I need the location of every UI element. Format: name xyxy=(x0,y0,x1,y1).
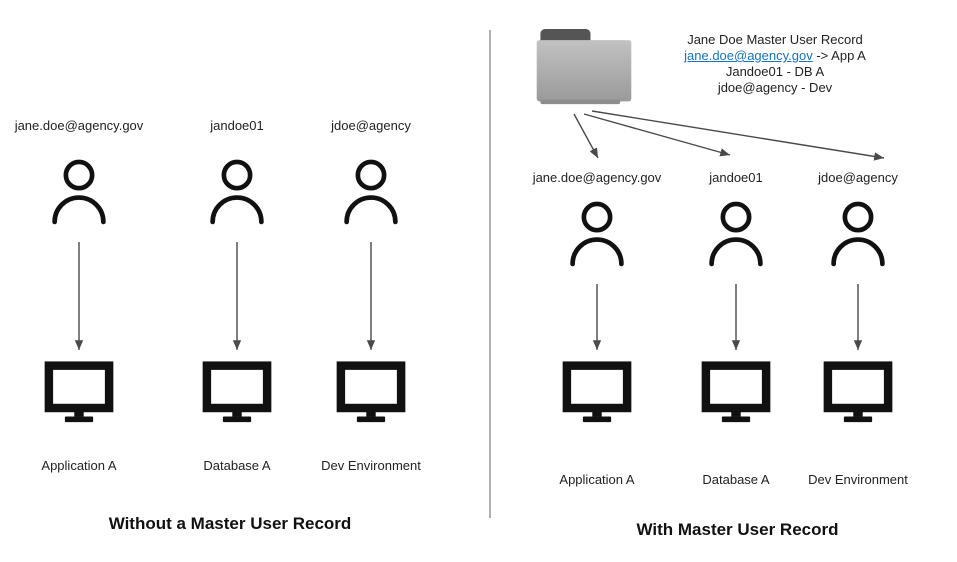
person-icon xyxy=(341,156,401,226)
system-label: Application A xyxy=(559,472,635,487)
monitor-icon xyxy=(700,360,772,424)
master-record-note: Jane Doe Master User Record jane.doe@age… xyxy=(640,32,910,96)
person-icon xyxy=(567,198,627,268)
monitor-icon xyxy=(561,360,633,424)
monitor-icon xyxy=(822,360,894,424)
arrow-folder-to-user2 xyxy=(583,113,731,157)
note-mapping-dev: jdoe@agency - Dev xyxy=(717,80,833,95)
note-title: Jane Doe Master User Record xyxy=(687,32,863,47)
monitor-icon xyxy=(335,360,407,424)
left-caption: Without a Master User Record xyxy=(108,514,352,533)
person-icon xyxy=(828,198,888,268)
user-label: jane.doe@agency.gov xyxy=(14,118,144,133)
person-icon xyxy=(207,156,267,226)
note-mapping-db: Jandoe01 - DB A xyxy=(725,64,825,79)
user-label: jandoe01 xyxy=(210,118,264,133)
note-mapping-app-rest: -> App A xyxy=(812,48,866,63)
user-label: jdoe@agency xyxy=(331,118,411,133)
monitor-icon xyxy=(201,360,273,424)
email-link[interactable]: jane.doe@agency.gov xyxy=(684,48,813,63)
user-label: jandoe01 xyxy=(709,170,763,185)
right-caption: With Master User Record xyxy=(636,520,839,539)
divider-line xyxy=(489,30,491,518)
user-label: jdoe@agency xyxy=(818,170,898,185)
system-label: Database A xyxy=(203,458,271,473)
arrow-folder-to-user1 xyxy=(573,113,599,159)
arrow-folder-to-user3 xyxy=(591,110,885,161)
folder-icon xyxy=(533,26,635,110)
system-label: Dev Environment xyxy=(808,472,908,487)
monitor-icon xyxy=(43,360,115,424)
system-label: Application A xyxy=(41,458,117,473)
user-label: jane.doe@agency.gov xyxy=(532,170,662,185)
person-icon xyxy=(706,198,766,268)
person-icon xyxy=(49,156,109,226)
note-mapping-app: jane.doe@agency.gov -> App A xyxy=(640,48,910,64)
system-label: Database A xyxy=(702,472,770,487)
system-label: Dev Environment xyxy=(321,458,421,473)
